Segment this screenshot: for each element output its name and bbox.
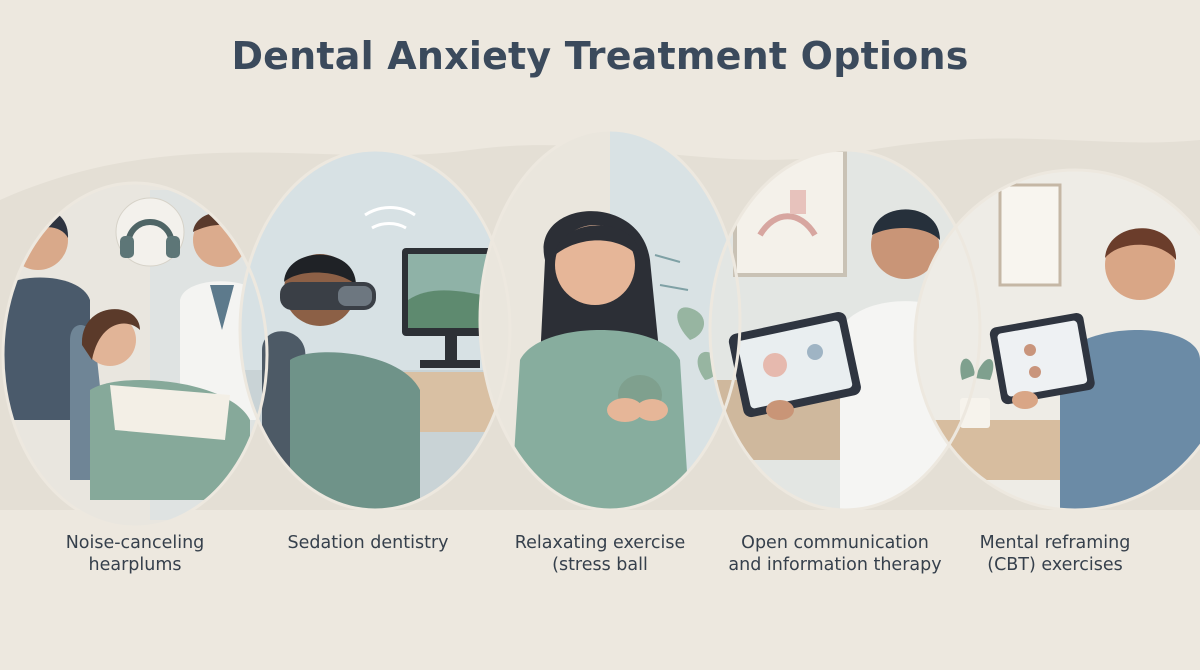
- panel-cbt: [915, 170, 1200, 510]
- headphones-icon: [115, 197, 185, 267]
- caption-line: (stress ball: [552, 555, 648, 575]
- option-caption-cbt: Mental reframing (CBT) exercises: [940, 532, 1170, 576]
- tablet-icon: [728, 311, 861, 418]
- caption-line: Noise-canceling: [65, 533, 205, 553]
- caption-line: Open communication: [741, 533, 929, 553]
- page-title: Dental Anxiety Treatment Options: [231, 34, 969, 78]
- option-caption-sedation: Sedation dentistry: [253, 532, 483, 554]
- panel-relaxation: [480, 130, 740, 510]
- option-caption-noise-canceling: Noise-canceling hearplums: [20, 532, 250, 576]
- caption-line: Sedation dentistry: [287, 533, 449, 553]
- caption-line: Mental reframing: [979, 533, 1131, 553]
- caption-line: Relaxating exercise: [514, 533, 686, 553]
- caption-line: hearplums: [88, 555, 182, 575]
- tablet-icon: [989, 313, 1095, 405]
- caption-line: and information therapy: [728, 555, 942, 575]
- caption-line: (CBT) exercises: [987, 555, 1123, 575]
- option-caption-relaxation: Relaxating exercise (stress ball: [485, 532, 715, 576]
- option-caption-communication: Open communication and information thera…: [710, 532, 960, 576]
- vr-headset-icon: [280, 282, 376, 310]
